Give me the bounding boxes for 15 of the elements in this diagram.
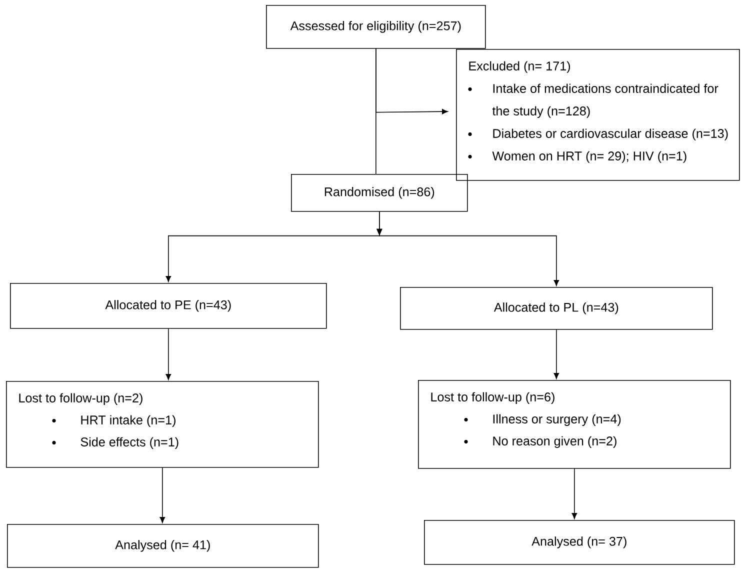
exclusion-box: Excluded (n= 171) Intake of medications contraindicated for the study (n=128) Diabetes or cardiovascular disease (n=13) Women on HRT (n= 29); HIV (n=1): [456, 49, 740, 181]
list-box: Lost to follow-up (n=2) HRT intake (n=1) Side effects (n=1): [6, 381, 319, 468]
process-box: Analysed (n= 37): [424, 520, 735, 565]
process-box: Randomised (n=86): [291, 174, 468, 212]
arrow: [554, 329, 560, 379]
arrow: [376, 48, 448, 114]
arrow: [166, 328, 172, 380]
arrow: [160, 467, 166, 523]
arrow: [379, 211, 560, 286]
process-box: Allocated to PE (n=43): [10, 283, 327, 329]
list-box: Lost to follow-up (n=6) Illness or surgery (n=4) No reason given (n=2): [418, 380, 731, 469]
process-box: Assessed for eligibility (n=257): [266, 5, 486, 49]
process-box: Allocated to PL (n=43): [400, 287, 713, 330]
arrow: [572, 468, 578, 519]
process-box: Analysed (n= 41): [7, 524, 319, 568]
